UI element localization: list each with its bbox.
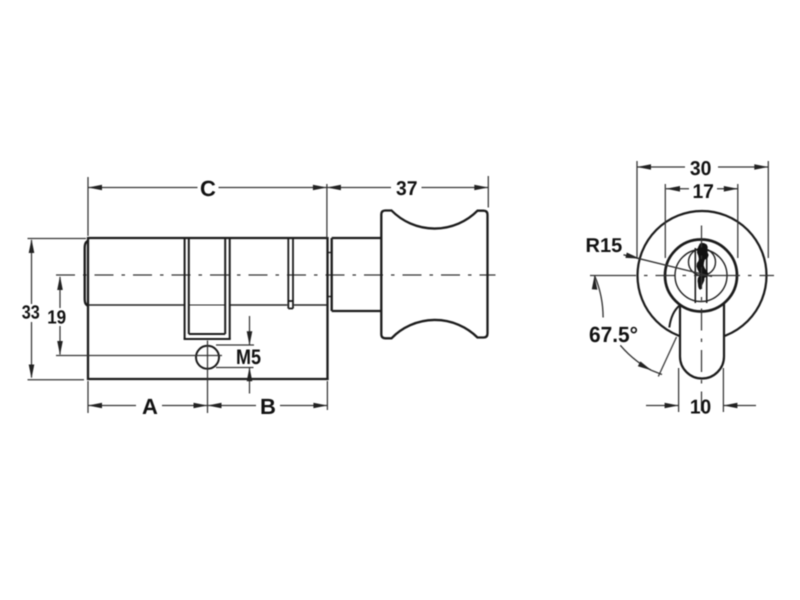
svg-text:30: 30 [690,158,712,180]
svg-text:17: 17 [692,181,714,203]
svg-text:M5: M5 [236,346,261,369]
svg-text:R15: R15 [586,235,623,257]
svg-text:10: 10 [690,397,711,419]
svg-text:33: 33 [22,303,40,324]
svg-text:C: C [200,176,216,201]
svg-text:37: 37 [396,178,418,200]
svg-text:67.5°: 67.5° [589,322,638,347]
svg-text:B: B [260,394,276,419]
svg-text:A: A [142,394,158,419]
svg-text:19: 19 [47,308,66,329]
